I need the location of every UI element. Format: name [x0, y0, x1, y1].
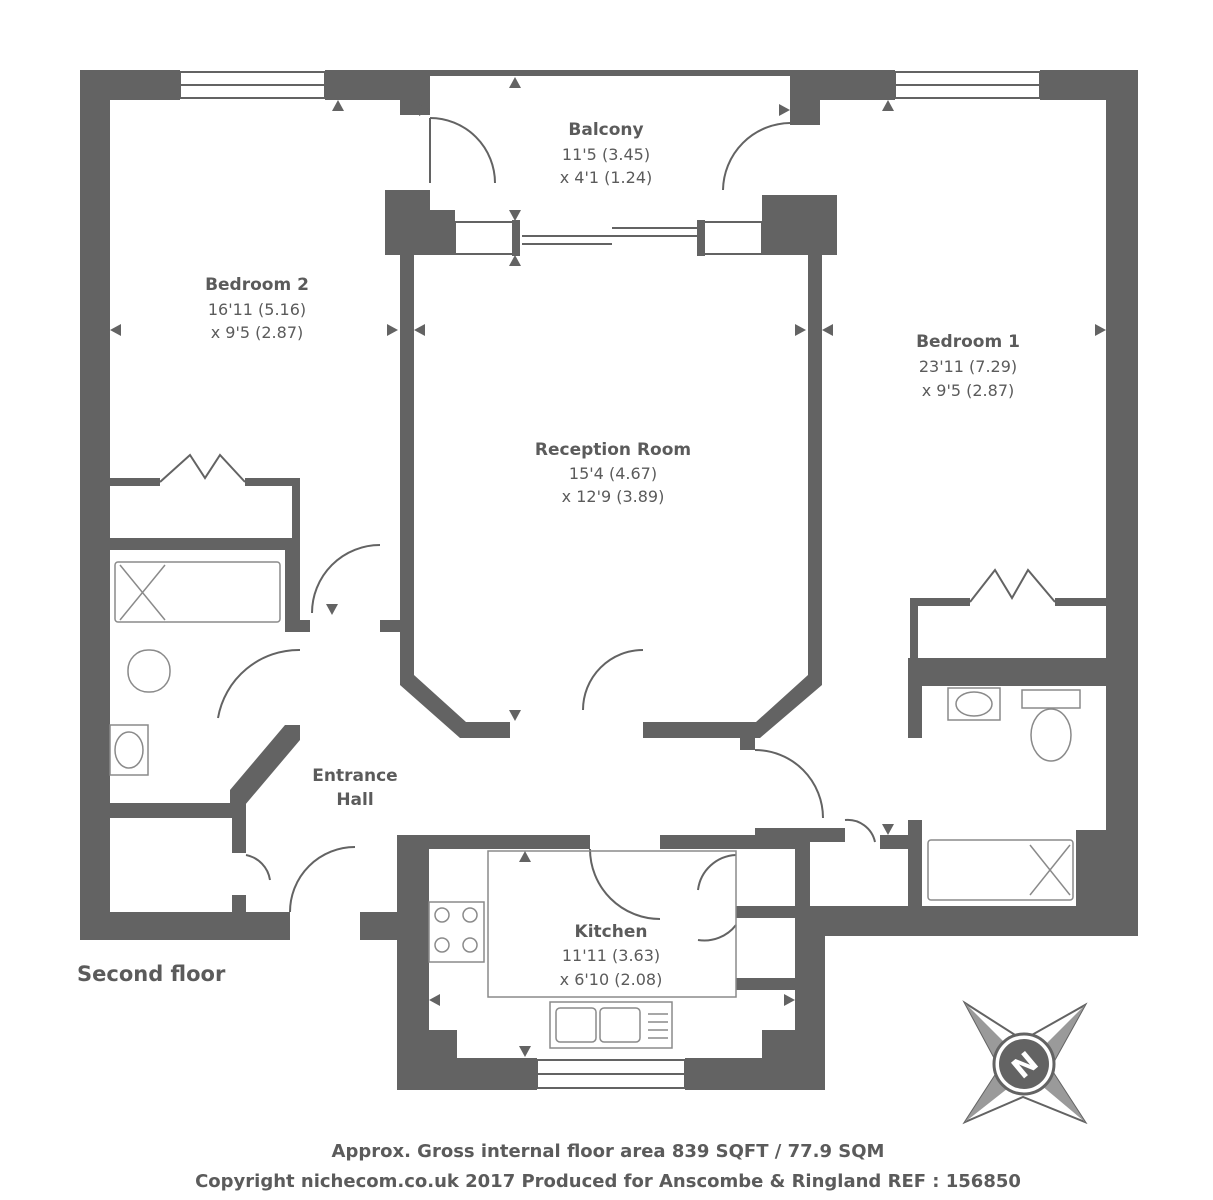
- room-kitchen-dim1: 11'11 (3.63): [562, 946, 660, 965]
- room-kitchen: Kitchen 11'11 (3.63) x 6'10 (2.08): [560, 922, 663, 989]
- room-bedroom2-dim1: 16'11 (5.16): [208, 300, 306, 319]
- room-reception-dim1: 15'4 (4.67): [569, 464, 657, 483]
- door-swings: [159, 117, 1056, 942]
- room-bedroom2: Bedroom 2 16'11 (5.16) x 9'5 (2.87): [205, 275, 309, 342]
- room-bedroom2-name: Bedroom 2: [205, 275, 309, 295]
- room-bedroom1-dim1: 23'11 (7.29): [919, 357, 1017, 376]
- room-bedroom2-dim2: x 9'5 (2.87): [211, 323, 304, 342]
- room-kitchen-name: Kitchen: [575, 922, 648, 942]
- floor-label: Second floor: [77, 962, 226, 986]
- room-balcony-name: Balcony: [568, 120, 643, 140]
- room-balcony-dim1: 11'5 (3.45): [562, 145, 650, 164]
- room-hall-name1: Entrance: [312, 766, 397, 786]
- measure-markers: [110, 77, 1106, 1057]
- room-balcony: Balcony 11'5 (3.45) x 4'1 (1.24): [560, 120, 653, 187]
- room-hall-name2: Hall: [336, 790, 373, 810]
- room-hall: Entrance Hall: [312, 766, 397, 810]
- room-bedroom1-dim2: x 9'5 (2.87): [922, 381, 1015, 400]
- windows: [179, 71, 1041, 1089]
- room-kitchen-dim2: x 6'10 (2.08): [560, 970, 663, 989]
- room-reception-name: Reception Room: [535, 440, 691, 460]
- room-bedroom1: Bedroom 1 23'11 (7.29) x 9'5 (2.87): [916, 332, 1020, 400]
- compass-icon: N: [962, 1000, 1088, 1125]
- footer-copyright: Copyright nichecom.co.uk 2017 Produced f…: [195, 1171, 1021, 1192]
- room-balcony-dim2: x 4'1 (1.24): [560, 168, 653, 187]
- room-reception: Reception Room 15'4 (4.67) x 12'9 (3.89): [535, 440, 691, 506]
- fixtures: [109, 561, 1081, 1049]
- walls: [80, 70, 1138, 1090]
- footer-area: Approx. Gross internal floor area 839 SQ…: [332, 1141, 885, 1162]
- room-bedroom1-name: Bedroom 1: [916, 332, 1020, 352]
- room-reception-dim2: x 12'9 (3.89): [562, 487, 665, 506]
